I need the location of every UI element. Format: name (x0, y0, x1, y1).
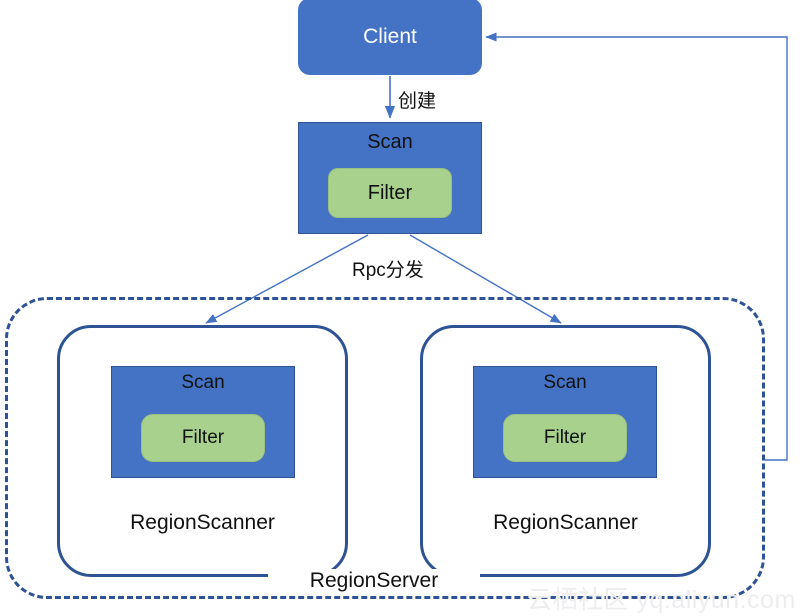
filter-label-left: Filter (181, 426, 225, 448)
regionscanner-label-right: RegionScanner (493, 511, 638, 534)
filter-label-right: Filter (543, 426, 587, 448)
edge-rpc-right-arrow (409, 234, 562, 324)
client-label: Client (363, 24, 417, 48)
scan-label-left: Scan (181, 372, 225, 393)
filter-label-top: Filter (367, 182, 413, 204)
edge-label-create: 创建 (398, 91, 437, 112)
scan-label-right: Scan (543, 372, 587, 393)
client-node[interactable]: Client (298, 0, 482, 75)
edge-return-arrow (485, 32, 788, 461)
edge-label-rpc: Rpc分发 (352, 260, 424, 281)
watermark-text: 云栖社区 yq.aliyun.com (527, 586, 796, 614)
filter-node-right[interactable]: Filter (503, 414, 627, 462)
regionserver-label: RegionServer (268, 569, 480, 593)
regionscanner-label-left: RegionScanner (130, 511, 275, 534)
edge-rpc-left-arrow (205, 234, 369, 324)
filter-node-left[interactable]: Filter (141, 414, 265, 462)
scan-label-top: Scan (367, 131, 413, 153)
filter-node-top[interactable]: Filter (328, 168, 452, 218)
